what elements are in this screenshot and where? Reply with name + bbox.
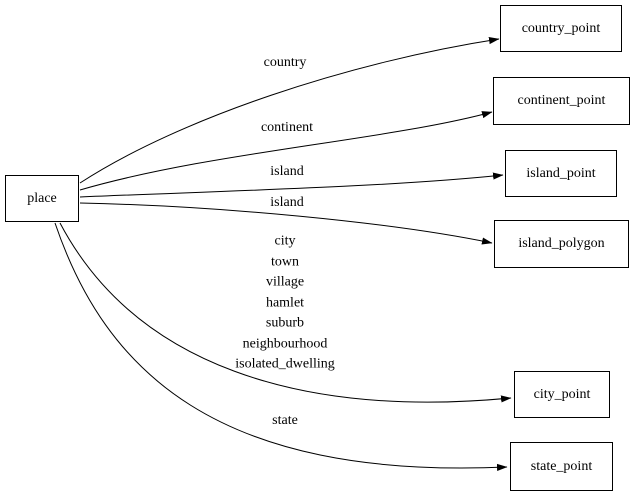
node-place: place — [5, 175, 79, 222]
edge-label-country: country — [263, 54, 307, 70]
node-country-point-label: country_point — [521, 20, 601, 36]
node-city-point-label: city_point — [533, 386, 591, 402]
edge-label-island-point: island — [270, 163, 304, 179]
node-island-point-label: island_point — [526, 165, 596, 181]
node-country-point: country_point — [500, 5, 622, 52]
edge-place-continent_point — [79, 111, 493, 191]
edge-place-country_point — [79, 36, 500, 184]
node-state-point: state_point — [510, 442, 613, 491]
node-place-label: place — [27, 190, 57, 206]
edge-label-state: state — [272, 412, 298, 428]
edge-label-city-variants: city town village hamlet suburb neighbou… — [235, 233, 335, 372]
edge-place-city_point — [59, 222, 512, 403]
node-island-polygon: island_polygon — [494, 220, 629, 268]
node-island-polygon-label: island_polygon — [518, 236, 605, 251]
edge-place-island_polygon — [79, 202, 493, 245]
edge-label-continent: continent — [260, 119, 314, 135]
node-state-point-label: state_point — [530, 458, 593, 474]
edge-label-island-polygon: island — [270, 194, 304, 210]
node-city-point: city_point — [514, 371, 610, 418]
edge-place-state_point — [54, 222, 508, 472]
edge-place-island_point — [79, 172, 504, 198]
node-continent-point-label: continent_point — [517, 93, 606, 108]
node-continent-point: continent_point — [493, 77, 630, 125]
node-island-point: island_point — [505, 150, 617, 197]
